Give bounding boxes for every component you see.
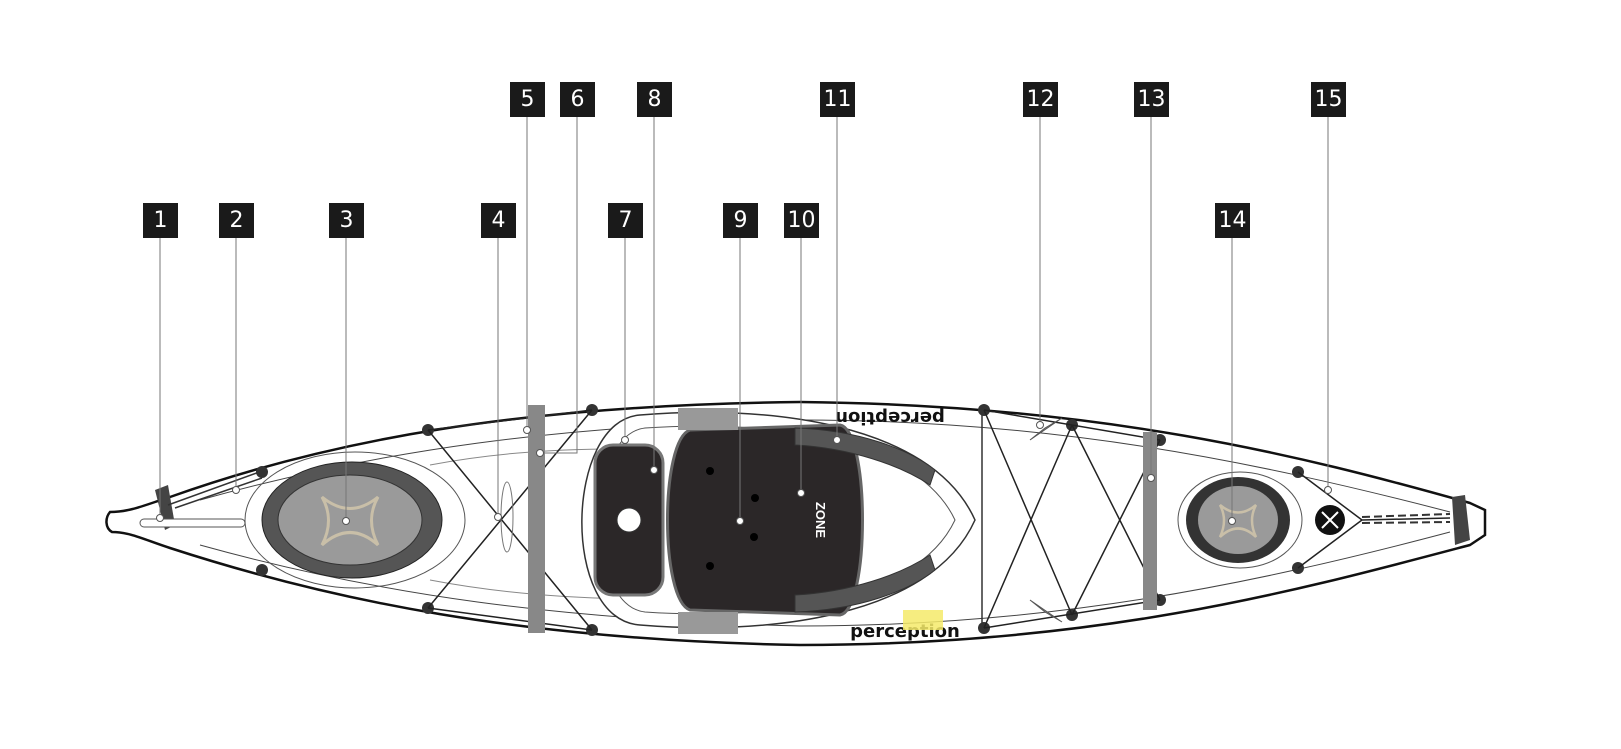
callout-10: 10 [784, 203, 819, 238]
brand-logo-top: perception [835, 407, 945, 428]
callout-2: 2 [219, 203, 254, 238]
callout-3: 3 [329, 203, 364, 238]
callout-12: 12 [1023, 82, 1058, 117]
front-bulkhead-strip [528, 405, 545, 633]
leader-lines [159, 117, 1329, 521]
sticker [903, 610, 943, 630]
bow-hatch-cover [277, 474, 423, 566]
callout-1: 1 [143, 203, 178, 238]
callout-4: 4 [481, 203, 516, 238]
callout-15: 15 [1311, 82, 1346, 117]
callout-9: 9 [723, 203, 758, 238]
callout-7: 7 [608, 203, 643, 238]
callout-6: 6 [560, 82, 595, 117]
callout-14: 14 [1215, 203, 1250, 238]
callout-13: 13 [1134, 82, 1169, 117]
callout-11: 11 [820, 82, 855, 117]
thigh-brace-upper [794, 427, 936, 486]
seat-brand: ZONE [813, 502, 828, 538]
callout-5: 5 [510, 82, 545, 117]
rear-bulkhead-strip [1143, 432, 1157, 610]
leader-endpoints [156, 421, 1332, 525]
seat [666, 423, 864, 617]
thigh-brace-lower [794, 554, 936, 613]
stern-carry-handle [1452, 495, 1470, 545]
callout-8: 8 [637, 82, 672, 117]
stern-hatch-cover [1198, 486, 1278, 554]
